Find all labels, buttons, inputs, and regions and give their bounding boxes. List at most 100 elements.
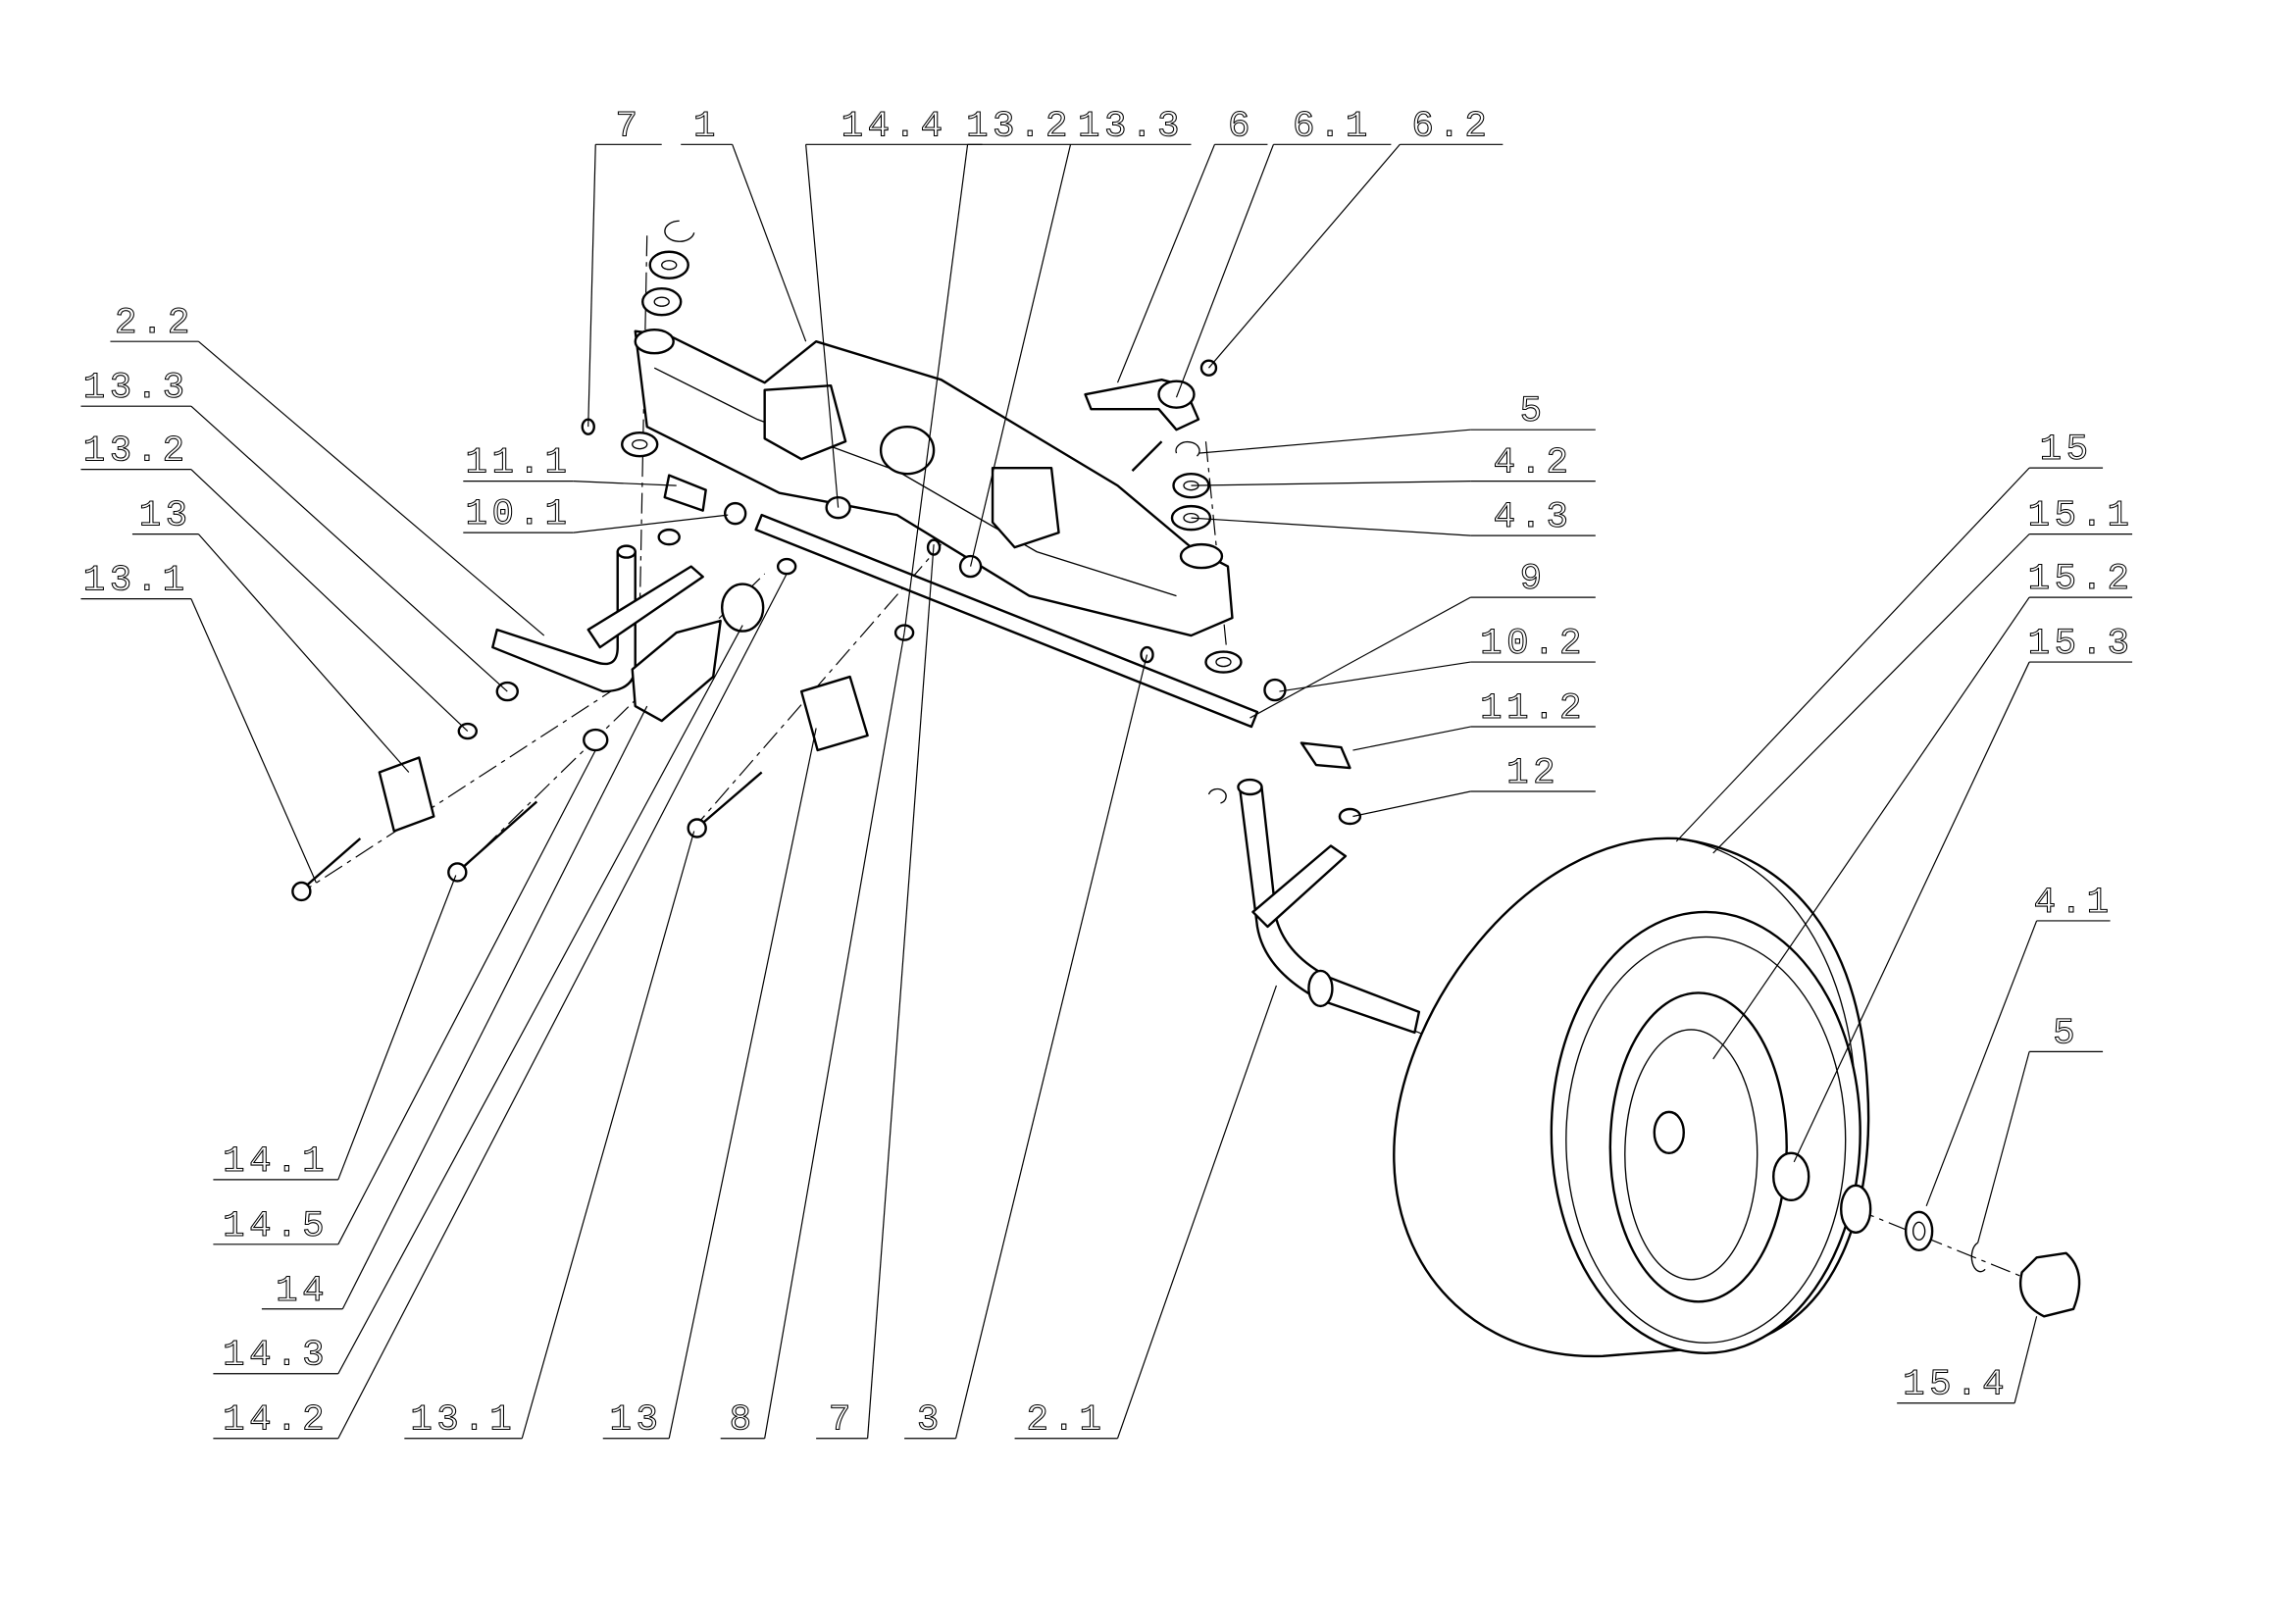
callout: 13.1 bbox=[80, 560, 317, 884]
callout-label: 6.2 bbox=[1411, 106, 1491, 147]
callout-leader bbox=[1249, 596, 1471, 719]
callout-leader bbox=[587, 144, 596, 428]
callout-leader bbox=[337, 875, 457, 1181]
callout-leader bbox=[1191, 481, 1471, 486]
steering-arm bbox=[1084, 359, 1243, 674]
callout: 13.2 bbox=[80, 431, 469, 732]
callout: 15.2 bbox=[1712, 559, 2134, 1060]
callout-leader bbox=[1116, 985, 1278, 1439]
callout-leader bbox=[190, 405, 508, 692]
callout-leader bbox=[1116, 144, 1216, 383]
callout-leader bbox=[198, 340, 545, 636]
callout-label: 7 bbox=[615, 106, 641, 147]
callout-label: 8 bbox=[730, 1400, 756, 1442]
callout-label: 2.2 bbox=[115, 303, 194, 344]
callout-leader bbox=[337, 573, 788, 1440]
callout-leader bbox=[1675, 467, 2030, 842]
callout-leader bbox=[1977, 1051, 2030, 1243]
callout-leader bbox=[1175, 144, 1275, 398]
callout-label: 7 bbox=[829, 1400, 855, 1442]
callout-leader bbox=[1198, 429, 1471, 454]
spindle-right bbox=[1207, 778, 1421, 1035]
callout-label: 6.1 bbox=[1293, 106, 1372, 147]
callout: 6.1 bbox=[1175, 106, 1392, 398]
callout: 1 bbox=[681, 106, 807, 342]
bushings-bolts bbox=[291, 675, 869, 902]
callout-label: 6 bbox=[1228, 106, 1254, 147]
callout-leader bbox=[337, 749, 596, 1245]
callout-label: 15 bbox=[2040, 430, 2093, 471]
callout-label: 5 bbox=[2053, 1013, 2079, 1054]
wheel bbox=[1393, 837, 2081, 1357]
callout-label: 14 bbox=[276, 1271, 329, 1312]
callout: 14.4 bbox=[805, 106, 983, 508]
callout-label: 9 bbox=[1520, 559, 1547, 600]
callout: 5 bbox=[1198, 391, 1596, 454]
callout: 2.1 bbox=[1014, 985, 1278, 1442]
callout-label: 12 bbox=[1506, 753, 1559, 794]
callout: 14.5 bbox=[213, 749, 596, 1247]
callout-leader bbox=[969, 144, 1072, 567]
callout-leader bbox=[867, 544, 935, 1439]
callout-label: 4.3 bbox=[1494, 497, 1573, 538]
callout-leader bbox=[190, 469, 469, 732]
callout-leader bbox=[1793, 661, 2030, 1163]
callout-label: 13.3 bbox=[1078, 106, 1184, 147]
callout-label: 10.1 bbox=[466, 494, 572, 535]
callout-leader bbox=[1208, 143, 1401, 369]
callout: 14 bbox=[261, 705, 648, 1312]
callout-label: 13.1 bbox=[410, 1400, 516, 1442]
callout-leader bbox=[573, 514, 729, 533]
callout: 7 bbox=[587, 106, 662, 428]
callout-leader bbox=[521, 831, 695, 1439]
spindle-left bbox=[457, 544, 765, 752]
callout: 6 bbox=[1116, 106, 1268, 383]
callout: 13.3 bbox=[969, 106, 1192, 567]
callout-label: 15.4 bbox=[1903, 1365, 2009, 1406]
callout: 13 bbox=[602, 728, 817, 1442]
callout: 7 bbox=[816, 544, 935, 1442]
callout: 6.2 bbox=[1208, 106, 1504, 369]
callout: 15 bbox=[1675, 430, 2104, 842]
callout-label: 13 bbox=[609, 1400, 662, 1442]
callout-label: 13 bbox=[139, 496, 192, 537]
callout-leader bbox=[2014, 1316, 2038, 1403]
callout-leader bbox=[341, 705, 648, 1310]
callout-leader bbox=[573, 481, 677, 486]
callout-leader bbox=[903, 144, 969, 634]
callout-label: 4.2 bbox=[1494, 443, 1573, 484]
callout-leader bbox=[1279, 661, 1471, 692]
callout: 4.1 bbox=[1925, 882, 2111, 1207]
callout: 13 bbox=[131, 495, 410, 773]
callout: 15.1 bbox=[1712, 495, 2133, 854]
callout-leader bbox=[805, 144, 840, 508]
callout-label: 10.2 bbox=[1480, 624, 1586, 665]
callout: 15.4 bbox=[1897, 1316, 2038, 1406]
callout-leader bbox=[732, 144, 807, 342]
callout: 5 bbox=[1977, 1013, 2104, 1243]
callout-label: 11.1 bbox=[466, 443, 572, 484]
callout: 10.1 bbox=[463, 494, 729, 536]
callout-leader bbox=[668, 728, 817, 1439]
callout: 15.3 bbox=[1793, 624, 2133, 1163]
callout-label: 11.2 bbox=[1480, 688, 1586, 730]
callout-label: 14.4 bbox=[841, 106, 947, 147]
callout: 4.2 bbox=[1191, 442, 1596, 486]
callout: 8 bbox=[720, 632, 905, 1442]
callout: 13.3 bbox=[80, 368, 508, 692]
callout: 9 bbox=[1249, 559, 1596, 719]
callout-label: 14.3 bbox=[223, 1336, 329, 1377]
callout-leader bbox=[1925, 920, 2038, 1207]
callout-leader bbox=[1191, 517, 1471, 536]
callout: 11.2 bbox=[1352, 688, 1596, 751]
callout: 12 bbox=[1352, 752, 1596, 818]
callout: 10.2 bbox=[1279, 624, 1596, 692]
callout: 3 bbox=[904, 654, 1148, 1442]
callout-label: 13.3 bbox=[83, 368, 189, 409]
callout-label: 14.5 bbox=[223, 1206, 329, 1247]
callout-label: 15.2 bbox=[2028, 559, 2134, 600]
callout-label: 13.2 bbox=[83, 431, 189, 473]
callout-label: 13.1 bbox=[83, 561, 189, 602]
